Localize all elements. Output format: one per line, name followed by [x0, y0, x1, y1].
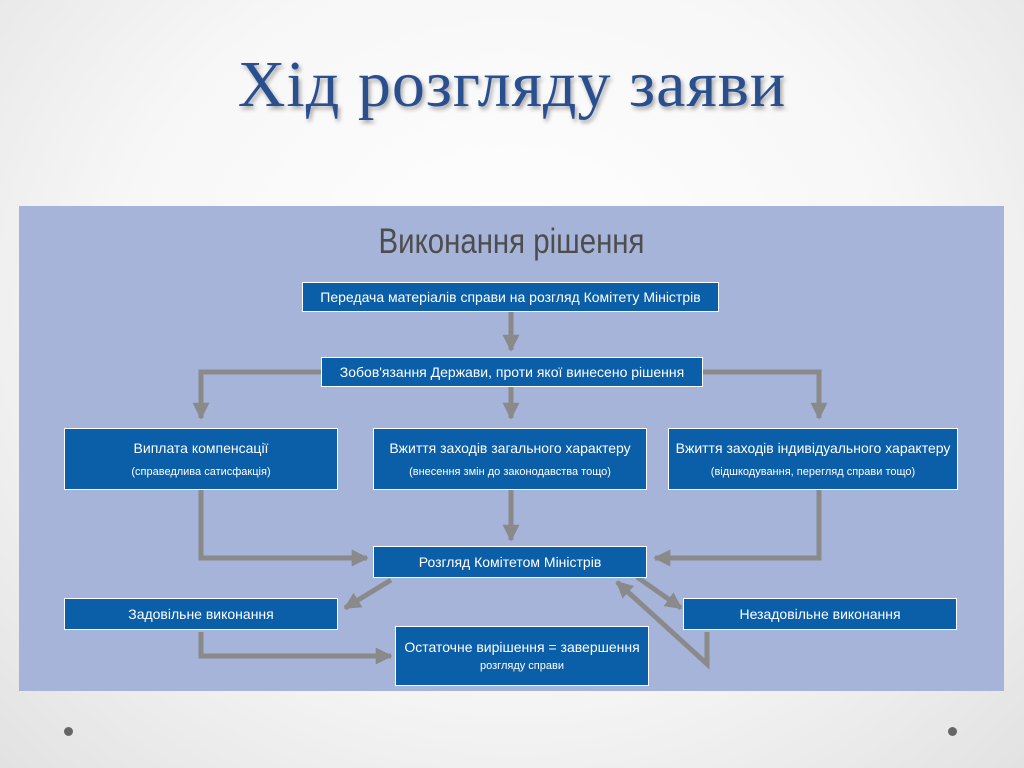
node-review-label: Розгляд Комітетом Міністрів — [418, 553, 602, 570]
node-obligation-label: Зобов'язання Держави, проти якої винесен… — [339, 363, 685, 380]
node-transfer-label: Передача матеріалів справи на розгляд Ко… — [320, 288, 701, 305]
slide-title: Хід розгляду заяви — [237, 48, 787, 121]
node-compensation: Виплата компенсації (справедлива сатисфа… — [64, 428, 338, 490]
node-unsatisfactory-label: Незадовільне виконання — [739, 605, 901, 622]
arrow-obligation-to-compensation — [192, 369, 321, 420]
node-final: Остаточне вирішення = завершення розгляд… — [395, 626, 649, 686]
node-individual-measures-label: Вжиття заходів індивідуального характеру — [675, 439, 951, 456]
arrow-obligation-to-individual — [703, 369, 828, 420]
arrow-review-to-unsatisfactory — [635, 574, 683, 611]
node-individual-measures: Вжиття заходів індивідуального характеру… — [668, 428, 958, 490]
node-general-measures-sublabel: (внесення змін до законодавства тощо) — [409, 465, 611, 478]
node-final-sublabel: розгляду справи — [480, 660, 564, 673]
arrow-compensation-to-review — [198, 490, 369, 567]
node-compensation-label: Виплата компенсації — [133, 439, 269, 456]
node-satisfactory: Задовільне виконання — [64, 598, 338, 630]
node-compensation-sublabel: (справедлива сатисфакція) — [131, 465, 271, 478]
node-general-measures-label: Вжиття заходів загального характеру — [389, 439, 631, 456]
node-unsatisfactory: Незадовільне виконання — [683, 598, 957, 630]
arrow-satisfactory-to-final — [198, 632, 393, 665]
decorative-dot-left — [64, 727, 73, 736]
decorative-dot-right — [948, 727, 957, 736]
node-final-label: Остаточне вирішення = завершення — [404, 639, 640, 656]
node-satisfactory-label: Задовільне виконання — [128, 605, 274, 622]
node-review: Розгляд Комітетом Міністрів — [373, 546, 647, 578]
node-transfer: Передача матеріалів справи на розгляд Ко… — [302, 282, 719, 312]
arrow-unsatisfactory-to-review — [615, 580, 710, 670]
diagram-panel: Виконання рішення Передача матеріалів сп… — [19, 206, 1004, 691]
node-obligation: Зобов'язання Держави, проти якої винесен… — [321, 357, 703, 387]
node-general-measures: Вжиття заходів загального характеру (вне… — [373, 428, 647, 490]
node-individual-measures-sublabel: (відшкодування, перегляд справи тощо) — [710, 465, 916, 478]
arrow-review-to-satisfactory — [343, 577, 393, 611]
arrow-layer — [192, 312, 828, 670]
diagram-heading: Виконання рішення — [378, 222, 645, 261]
arrow-individual-to-review — [653, 490, 822, 567]
